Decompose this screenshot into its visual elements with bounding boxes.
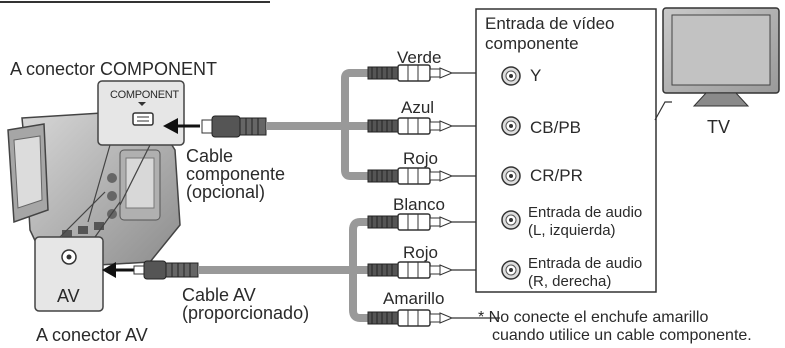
av-arrow-icon: [102, 262, 116, 278]
rca-plug-azul-icon: [367, 117, 500, 135]
audio-l-label-2: (L, izquierda): [528, 222, 616, 239]
av-cable-label-1: Cable AV: [182, 285, 256, 305]
tv-icon: [654, 7, 780, 121]
input-jack-cb-icon: [501, 116, 521, 136]
component-port-label: COMPONENT: [110, 89, 179, 101]
plug-label-blanco: Blanco: [393, 195, 445, 214]
note-line-1: * No conecte el enchufe amarillo: [478, 309, 709, 326]
audio-r-label-1: Entrada de audio: [528, 255, 643, 272]
plug-label-rojo-av: Rojo: [403, 243, 438, 262]
component-arrow-icon: [163, 118, 178, 134]
component-port-icon: [132, 112, 154, 126]
plug-label-rojo-component: Rojo: [403, 149, 438, 168]
rca-plugs: [367, 64, 500, 327]
rca-plug-rojo-component-icon: [367, 167, 500, 185]
component-cable-label-3: (opcional): [186, 182, 266, 202]
input-jack-y-icon: [501, 66, 521, 86]
tv-label: TV: [707, 117, 731, 137]
input-cb-label: CB/PB: [530, 118, 582, 137]
input-panel-box: [475, 8, 657, 293]
input-jack-cr-icon: [501, 166, 521, 186]
component-plug-icon: [201, 115, 267, 138]
plug-label-amarillo: Amarillo: [383, 289, 445, 308]
component-connector-label: A conector COMPONENT: [10, 59, 218, 79]
input-panel-title-1: Entrada de vídeo: [485, 14, 615, 33]
input-panel-title-2: componente: [485, 34, 579, 53]
av-plug-icon: [133, 260, 199, 280]
input-jack-audio-r-icon: [501, 260, 521, 280]
audio-r-label-2: (R, derecha): [528, 273, 612, 290]
component-cable-label-1: Cable: [186, 146, 234, 166]
input-y-label: Y: [530, 66, 542, 85]
audio-l-label-1: Entrada de audio: [528, 204, 643, 221]
plug-label-verde: Verde: [397, 48, 442, 67]
input-jacks: [501, 66, 521, 280]
rca-plug-amarillo-icon: [367, 309, 500, 327]
component-port-arrow-icon: [138, 102, 146, 106]
av-port-box: [34, 236, 104, 312]
av-cable-label-2: (proporcionado): [182, 303, 310, 323]
av-connector-label: A conector AV: [36, 325, 148, 345]
input-cr-label: CR/PR: [530, 166, 583, 185]
plug-label-azul: Azul: [401, 98, 435, 117]
av-port-label: AV: [57, 286, 80, 306]
note-line-2: cuando utilice un cable componente.: [492, 327, 752, 344]
component-cable-label-2: componente: [186, 164, 286, 184]
input-jack-audio-l-icon: [501, 210, 521, 230]
